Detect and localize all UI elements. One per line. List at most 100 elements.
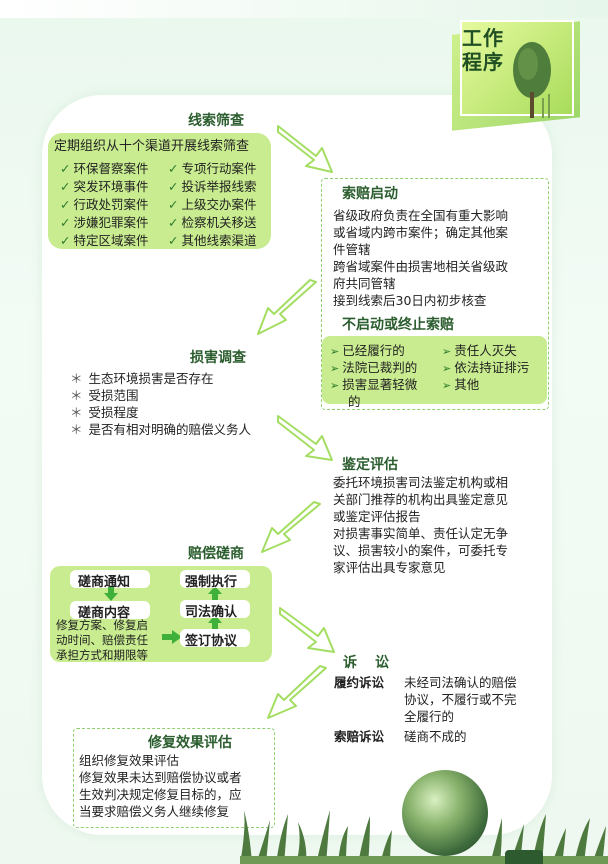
clue-item: ✓特定区域案件 xyxy=(60,230,149,249)
clue-item: ✓投诉举报线索 xyxy=(168,176,257,195)
start-line: 省级政府负责在全国有重大影响 xyxy=(333,208,509,223)
assessment-text: 委托环境损害司法鉴定机构或相 关部门推荐的机构出具鉴定意见 或鉴定评估报告 对损… xyxy=(333,474,547,576)
arrow-icon xyxy=(277,415,333,461)
check-icon: ✓ xyxy=(168,179,179,194)
assessment-line: 委托环境损害司法鉴定机构或相 xyxy=(333,475,509,490)
assessment-title: 鉴定评估 xyxy=(342,457,398,473)
content-detail: 修复方案、修复启 动时间、赔偿责任 承担方式和期限等 xyxy=(56,618,148,663)
arrow-icon xyxy=(261,501,321,553)
judicial-pill xyxy=(180,600,250,618)
assessment-line: 关部门推荐的机构出具鉴定意见 xyxy=(333,492,509,507)
check-icon: ✓ xyxy=(168,197,179,212)
investigation-item: ＊生态环境损害是否存在 xyxy=(70,370,251,387)
clue-item: ✓涉嫌犯罪案件 xyxy=(60,212,149,231)
clue-item: ✓其他线索渠道 xyxy=(168,230,257,249)
star-bullet-icon: ＊ xyxy=(70,388,83,403)
claim-label: 索赔诉讼 xyxy=(334,729,385,744)
repair-line: 组织修复效果评估 xyxy=(79,753,180,768)
stop-item-text: 法院已裁判的 xyxy=(342,360,418,375)
globe-icon xyxy=(402,770,488,856)
perform-line: 协议，不履行或不完 xyxy=(404,692,517,707)
start-line: 或省域内跨市案件；确定其他案 xyxy=(333,225,509,240)
repair-text: 组织修复效果评估 修复效果未达到赔偿协议或者 生效判决规定修复目标的，应 当要求… xyxy=(79,752,273,820)
repair-title: 修复效果评估 xyxy=(148,735,232,751)
stop-item: ➢责任人灭失 xyxy=(442,340,517,359)
bullet-arrow-icon: ➢ xyxy=(442,379,452,392)
investigation-item: ＊受损程度 xyxy=(70,404,251,421)
investigation-item: ＊是否有相对明确的赔偿义务人 xyxy=(70,421,251,438)
start-line: 接到线索后30日内初步核查 xyxy=(333,293,487,308)
arrow-icon xyxy=(279,607,335,653)
compensation-title: 赔偿磋商 xyxy=(188,546,244,562)
clue-item: ✓专项行动案件 xyxy=(168,158,257,177)
start-box xyxy=(321,178,549,410)
litigation-title: 诉 讼 xyxy=(343,655,391,671)
bullet-arrow-icon: ➢ xyxy=(442,362,452,375)
start-line: 府共同管辖 xyxy=(333,276,396,291)
assessment-line: 议、损害较小的案件，可委托专 xyxy=(333,543,509,558)
clue-item-text: 投诉举报线索 xyxy=(181,179,257,194)
sign-label: 签订协议 xyxy=(185,634,238,649)
clue-item-text: 检察机关移送 xyxy=(181,215,257,230)
content-detail-line: 动时间、赔偿责任 xyxy=(56,633,148,647)
check-icon: ✓ xyxy=(168,215,179,230)
notice-pill xyxy=(70,570,150,588)
start-line: 件管辖 xyxy=(333,242,371,257)
grass-icon xyxy=(240,810,608,864)
start-line: 跨省域案件由损害地相关省级政 xyxy=(333,259,509,274)
badge-title-line2: 程序 xyxy=(462,50,504,74)
clue-item: ✓突发环境事件 xyxy=(60,176,149,195)
enforce-label: 强制执行 xyxy=(185,575,238,590)
right-arrow-icon xyxy=(162,630,182,644)
investigation-item: ＊ 受损范围 xyxy=(70,387,251,404)
stop-item-cont: 的 xyxy=(348,394,361,409)
content-detail-line: 承担方式和期限等 xyxy=(56,648,148,662)
claim-text: 磋商不成的 xyxy=(404,729,467,744)
up-arrow-icon xyxy=(208,586,222,600)
arrow-icon xyxy=(257,279,317,335)
repair-line: 修复效果未达到赔偿协议或者 xyxy=(79,770,242,785)
clue-item-text: 特定区域案件 xyxy=(73,233,149,248)
tree-icon xyxy=(513,42,551,118)
clue-item: ✓行政处罚案件 xyxy=(60,194,149,213)
stop-item: ➢其他 xyxy=(442,374,479,393)
judicial-label: 司法确认 xyxy=(185,605,238,620)
sign-pill xyxy=(180,629,250,647)
bullet-arrow-icon: ➢ xyxy=(330,362,340,375)
up-arrow-icon xyxy=(208,615,222,629)
content-pill xyxy=(70,601,150,619)
badge-title-line1: 工作 xyxy=(462,26,504,50)
star-bullet-icon: ＊ xyxy=(70,371,83,386)
bullet-arrow-icon: ➢ xyxy=(330,379,340,392)
perform-line: 未经司法确认的赔偿 xyxy=(404,675,517,690)
header-badge: 工作 程序 xyxy=(452,16,592,131)
content-detail-line: 修复方案、修复启 xyxy=(56,618,148,632)
clue-item-text: 行政处罚案件 xyxy=(73,197,149,212)
investigation-title: 损害调查 xyxy=(190,350,246,366)
investigation-item-text: 受损范围 xyxy=(88,388,139,403)
clue-intro: 定期组织从十个渠道开展线索筛查 xyxy=(54,139,250,154)
star-bullet-icon: ＊ xyxy=(70,405,83,420)
check-icon: ✓ xyxy=(60,197,71,212)
investigation-list: ＊生态环境损害是否存在 ＊ 受损范围 ＊受损程度 ＊是否有相对明确的赔偿义务人 xyxy=(70,370,251,438)
perform-label: 履约诉讼 xyxy=(334,675,385,690)
clue-item-text: 突发环境事件 xyxy=(73,179,149,194)
clue-item-text: 专项行动案件 xyxy=(181,161,257,176)
check-icon: ✓ xyxy=(60,161,71,176)
top-strip xyxy=(0,0,608,18)
check-icon: ✓ xyxy=(60,179,71,194)
clue-box xyxy=(48,133,271,249)
check-icon: ✓ xyxy=(60,215,71,230)
clue-item-text: 涉嫌犯罪案件 xyxy=(73,215,149,230)
corner-tab xyxy=(505,850,543,864)
repair-line: 生效判决规定修复目标的，应 xyxy=(79,787,242,802)
clue-item-text: 环保督察案件 xyxy=(73,161,149,176)
perform-text: 未经司法确认的赔偿 协议，不履行或不完 全履行的 xyxy=(404,674,517,725)
assessment-line: 或鉴定评估报告 xyxy=(333,509,421,524)
stop-title: 不启动或终止索赔 xyxy=(342,317,454,333)
perform-line: 全履行的 xyxy=(404,709,455,724)
down-arrow-icon xyxy=(104,587,118,601)
stop-item-text: 已经履行的 xyxy=(342,343,405,358)
stop-item-text: 责任人灭失 xyxy=(454,343,517,358)
clue-item-text: 上级交办案件 xyxy=(181,197,257,212)
